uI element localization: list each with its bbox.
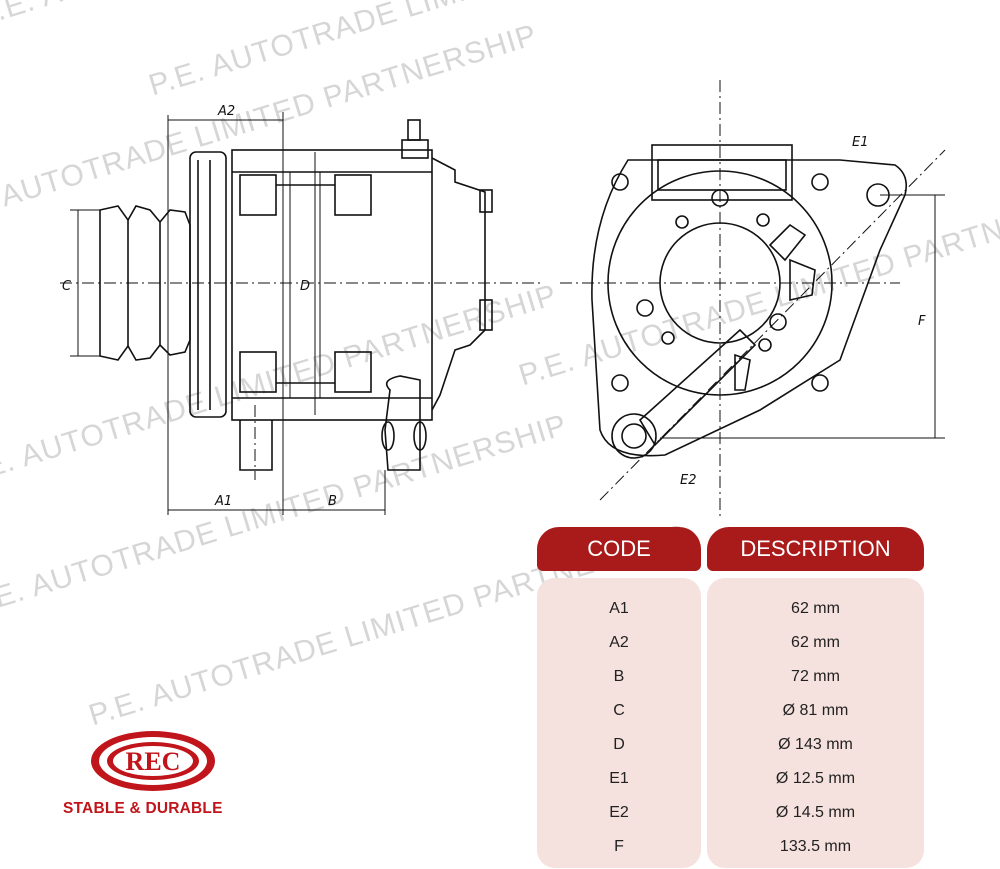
dimension-label-f: F [918, 314, 926, 329]
brand-tagline: STABLE & DURABLE [63, 800, 223, 817]
dimension-label-a1: A1 [214, 494, 232, 509]
description-column-body [707, 578, 924, 868]
table-cell-description: 72 mm [791, 668, 840, 685]
rec-logo: REC [91, 731, 215, 791]
dimension-label-a2: A2 [217, 104, 235, 119]
table-cell-code: A1 [609, 600, 629, 617]
dimension-label-b: B [328, 494, 337, 509]
logo-text: REC [126, 747, 181, 776]
alternator-technical-drawing: A2 A1 B C D E1 E2 F [60, 80, 946, 520]
dimension-label-e2: E2 [680, 473, 697, 488]
table-cell-code: A2 [609, 634, 629, 651]
table-cell-code: F [614, 838, 624, 855]
table-cell-code: D [613, 736, 625, 753]
alternator-body [231, 149, 433, 421]
code-column-body [537, 578, 701, 868]
table-cell-description: Ø 81 mm [782, 702, 849, 719]
table-cell-description: Ø 143 mm [778, 736, 853, 753]
table-cell-description: 133.5 mm [779, 838, 852, 855]
table-cell-code: E1 [609, 770, 629, 787]
fan-outline [189, 151, 227, 418]
dimension-label-c: C [62, 279, 72, 294]
table-cell-description: Ø 12.5 mm [775, 770, 856, 787]
table-cell-code: E2 [609, 804, 629, 821]
code-column-header: CODE [537, 527, 701, 571]
description-column-header: DESCRIPTION [707, 527, 924, 571]
table-cell-description: 62 mm [791, 634, 840, 651]
table-cell-code: C [613, 702, 625, 719]
table-cell-description: 62 mm [791, 600, 840, 617]
alternator-rear-view [591, 144, 908, 459]
table-cell-code: B [613, 668, 625, 685]
table-cell-description: Ø 14.5 mm [775, 804, 856, 821]
dimension-label-e1: E1 [852, 135, 869, 150]
dimension-label-d: D [300, 279, 310, 294]
